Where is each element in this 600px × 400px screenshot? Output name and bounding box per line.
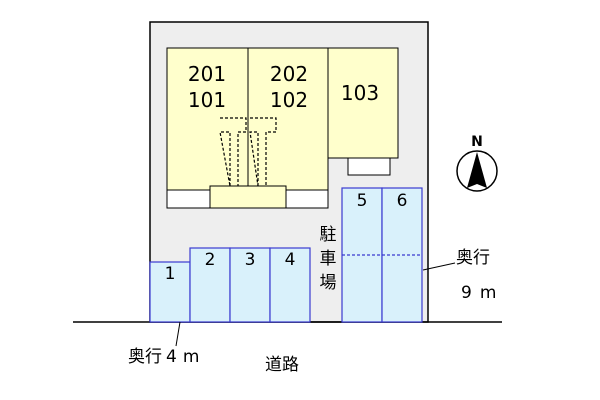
parking-space-6-label: 6 — [397, 191, 408, 211]
parking-space-4 — [269, 247, 311, 323]
parking-space-5-label: 5 — [357, 191, 368, 211]
compass-needle-icon — [467, 152, 487, 188]
parking-space-3 — [229, 247, 271, 323]
stair-outline — [219, 117, 277, 187]
unit-left-block — [166, 47, 249, 191]
parking-space-3-label: 3 — [245, 250, 256, 270]
balcony-left — [166, 189, 211, 209]
compass-north-label: N — [471, 134, 483, 150]
unit-right-block — [327, 47, 399, 159]
unit-101-label: 101 — [188, 88, 226, 112]
parking-space-4-label: 4 — [285, 250, 296, 270]
unit-201-label: 201 — [188, 62, 226, 86]
depth-long-leader — [422, 262, 456, 271]
entrance-bay — [209, 185, 287, 209]
depth-long-prefix: 奥行 — [456, 248, 490, 268]
balcony-right — [347, 157, 391, 176]
depth-short-leader — [175, 321, 181, 347]
parking-space-2-label: 2 — [205, 250, 216, 270]
balcony-mid — [285, 189, 329, 209]
parking-label-char-3: 場 — [320, 273, 337, 293]
road-label: 道路 — [265, 355, 299, 375]
parking-space-2 — [189, 247, 231, 323]
parking-space-1 — [149, 261, 191, 323]
unit-103-label: 103 — [341, 81, 379, 105]
parking-label-char-1: 駐 — [320, 225, 337, 245]
parking-area: 1 2 3 4 5 6 駐 車 場 — [149, 187, 423, 323]
unit-102-label: 102 — [270, 88, 308, 112]
parking-space-1-label: 1 — [165, 264, 176, 284]
parking-label-char-2: 車 — [320, 249, 337, 269]
unit-202-label: 202 — [270, 62, 308, 86]
building: 201 101 202 102 103 — [166, 47, 399, 209]
unit-mid-block — [247, 47, 329, 191]
north-compass: N — [456, 134, 498, 192]
